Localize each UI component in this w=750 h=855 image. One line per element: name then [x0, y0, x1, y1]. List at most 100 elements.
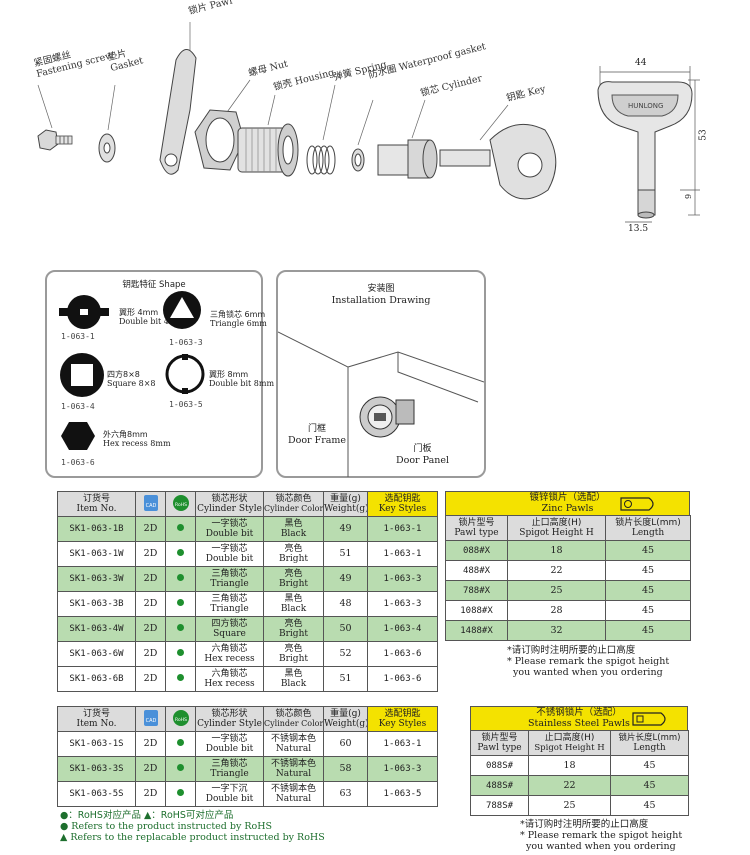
cad-icon: CAD	[143, 709, 158, 726]
zinc-note-en1: * Please remark the spigot height	[507, 656, 670, 667]
brand-logo: HUNLONG	[628, 102, 663, 110]
shape-3-code: 1-063-3	[169, 338, 203, 347]
rohs-dot	[177, 739, 184, 746]
hex-recess-8mm-icon	[61, 422, 95, 450]
pawl-outline-icon	[632, 712, 666, 726]
zinc-note-en2: you wanted when you ordering	[513, 667, 663, 678]
square-8x8-icon	[60, 353, 104, 397]
svg-text:CAD: CAD	[145, 503, 156, 509]
fastening-screw-shape	[37, 129, 73, 151]
exploded-drawing: HUNLONG	[37, 22, 700, 223]
dimension-drawing: HUNLONG	[597, 66, 700, 223]
spring-shape	[306, 145, 336, 175]
rohs-dot	[177, 574, 184, 581]
col-rohs: RoHS	[165, 491, 196, 517]
stainless-note-en1: * Please remark the spigot height	[520, 830, 683, 841]
legend-line3: ▲ Refers to the replacable product instr…	[60, 832, 325, 843]
triangle-6mm-icon	[163, 291, 201, 329]
rohs-dot	[177, 624, 184, 631]
rohs-icon: RoHS	[172, 709, 189, 726]
zinc-note-zh: *请订购时注明所要的止口高度	[507, 645, 636, 656]
svg-text:RoHS: RoHS	[175, 717, 187, 723]
svg-text:RoHS: RoHS	[175, 502, 187, 508]
shape-1-code: 1-063-1	[61, 332, 95, 341]
rohs-dot	[177, 524, 184, 531]
dim-side: 9	[684, 193, 694, 200]
cylinder-shape	[377, 139, 438, 179]
svg-text:CAD: CAD	[145, 718, 156, 724]
dim-bottom: 13.5	[628, 224, 649, 234]
shape-6-code: 1-063-6	[61, 458, 95, 467]
double-bit-4mm-icon	[59, 295, 109, 329]
key-shape	[439, 123, 557, 200]
stainless-pawls-title: 不锈钢锁片（选配）Stainless Steel Pawls	[470, 706, 688, 730]
col-cad: CAD	[135, 706, 166, 732]
rohs-icon: RoHS	[172, 494, 189, 511]
col-weight: 重量(g)Weight(g)	[323, 491, 368, 517]
rohs-legend: ●：RoHS对应产品 ▲：RoHS可对应产品 ● Refers to the p…	[60, 810, 325, 843]
legend-line1: ●：RoHS对应产品 ▲：RoHS可对应产品	[60, 810, 234, 821]
nut-shape	[194, 109, 245, 171]
pawl-outline-icon	[620, 497, 654, 511]
rohs-dot	[177, 674, 184, 681]
key-shapes-title: 钥匙特征 Shape	[122, 280, 186, 290]
col-weight: 重量(g)Weight(g)	[323, 706, 368, 732]
cad-icon: CAD	[143, 494, 158, 511]
double-bit-8mm-icon	[165, 354, 205, 394]
dim-width: 44	[635, 58, 647, 68]
shape-4-code: 1-063-4	[61, 402, 95, 411]
shape-5-code: 1-063-5	[169, 400, 203, 409]
rohs-dot	[177, 599, 184, 606]
col-cad: CAD	[135, 491, 166, 517]
stainless-note-en2: you wanted when you ordering	[526, 841, 676, 852]
col-rohs: RoHS	[165, 706, 196, 732]
rohs-dot	[177, 789, 184, 796]
zinc-pawls-title: 镀锌锁片（选配）Zinc Pawls	[445, 491, 690, 515]
stainless-note-zh: *请订购时注明所要的止口高度	[520, 819, 649, 830]
rohs-dot	[177, 649, 184, 656]
rohs-dot	[177, 549, 184, 556]
